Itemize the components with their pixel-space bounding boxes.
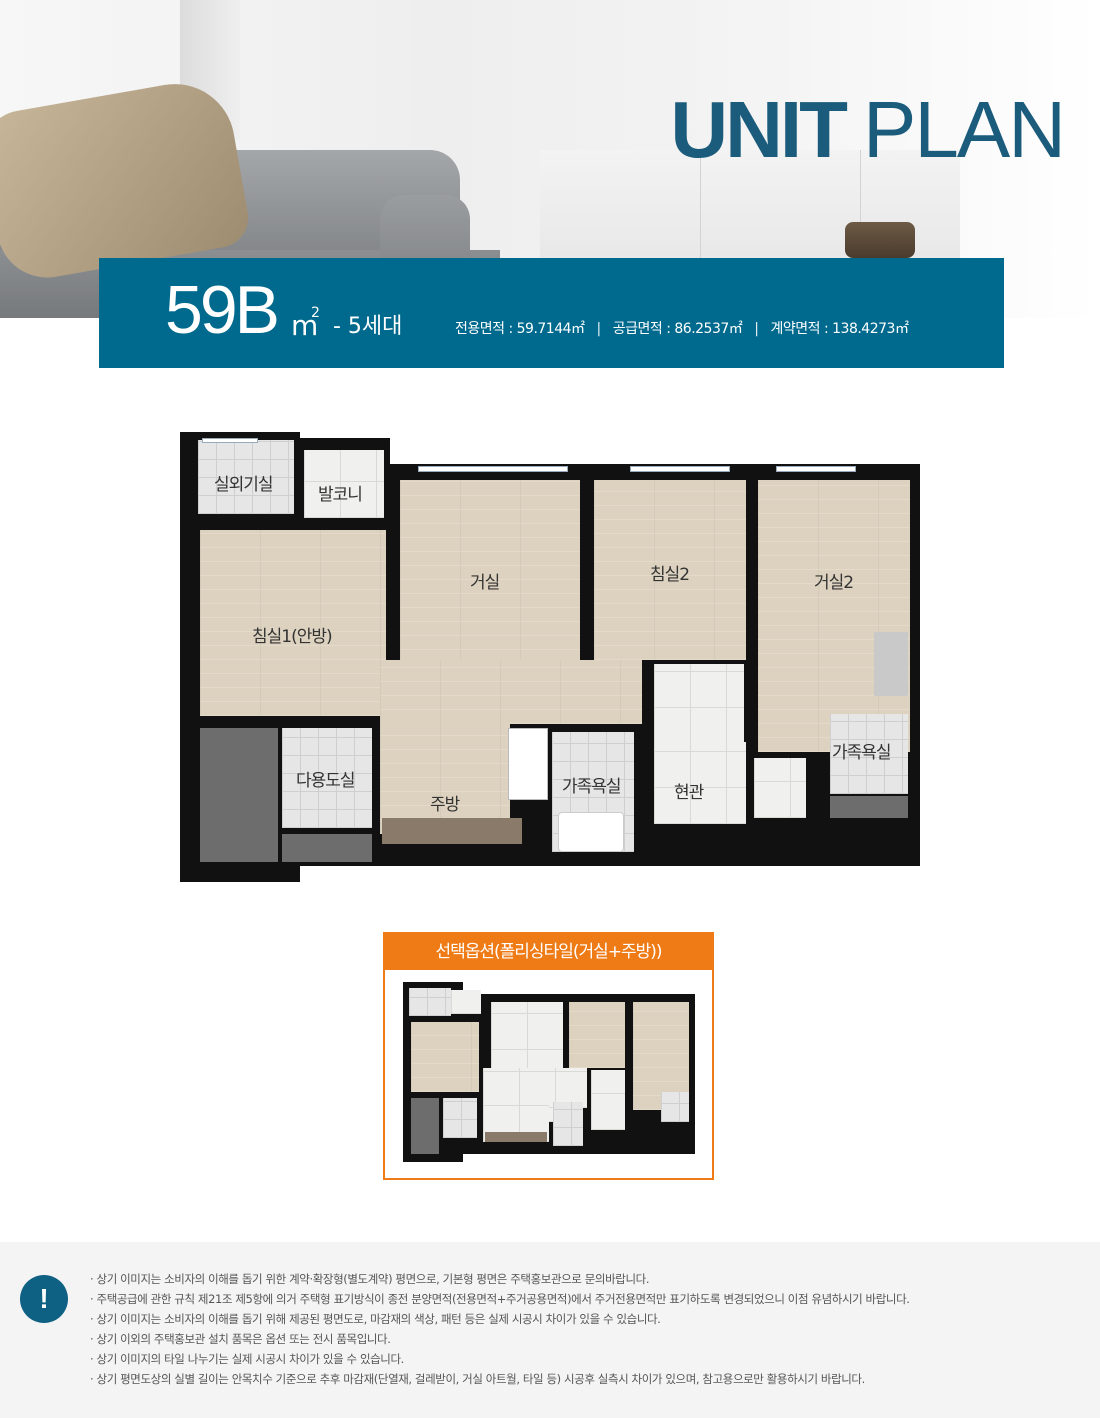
entrance-storage <box>754 758 806 818</box>
bathroom-2-cabinet <box>830 796 908 818</box>
room-label-bathroom: 가족욕실 <box>562 777 622 797</box>
master-bedroom <box>200 530 386 716</box>
floor-plan: 실외기실 발코니 거실 침실2 거실2 침실1(안방) 다용도실 주방 가족욕실… <box>180 432 920 882</box>
hallway-tile <box>483 1068 587 1108</box>
room-label-living: 거실 <box>470 573 500 593</box>
room-label-bedroom2: 침실2 <box>650 565 690 585</box>
supply-area: 공급면적 : 86.2537㎡ <box>612 321 743 337</box>
bathroom-2 <box>661 1092 689 1122</box>
room-label-entrance: 현관 <box>674 783 704 803</box>
area-separator: | <box>754 321 759 337</box>
household-count: - 5세대 <box>333 314 403 339</box>
outdoor-unit-room <box>198 440 294 514</box>
room-label-bathroom2: 가족욕실 <box>832 743 892 763</box>
bathroom-2 <box>830 714 908 794</box>
balcony <box>451 990 481 1014</box>
unit-type: 59B <box>165 272 280 348</box>
window <box>418 466 568 472</box>
room-label-utility: 다용도실 <box>296 771 356 791</box>
unit-banner: 59B m 2 - 5세대 전용면적 : 59.7144㎡ | 공급면적 : 8… <box>99 258 1004 368</box>
bathroom <box>553 1102 583 1146</box>
option-box: 선택옵션(폴리싱타일(거실+주방)) <box>383 932 714 1180</box>
notice-item: · 상기 이미지는 소비자의 이해를 돕기 위한 계약·확장형(별도계약) 평면… <box>90 1272 650 1286</box>
notice-list: · 상기 이미지는 소비자의 이해를 돕기 위한 계약·확장형(별도계약) 평면… <box>90 1269 910 1389</box>
utility-room <box>282 728 372 828</box>
page-title: UNIT PLAN <box>670 85 1066 174</box>
hallway <box>380 660 642 724</box>
unit-superscript: 2 <box>311 305 320 321</box>
bedroom-2 <box>569 1002 625 1068</box>
notice-section: ! · 상기 이미지는 소비자의 이해를 돕기 위한 계약·확장형(별도계약) … <box>0 1242 1100 1418</box>
kitchen-counter <box>382 818 522 844</box>
fridge <box>508 728 548 800</box>
entrance <box>591 1070 625 1130</box>
notice-item: · 주택공급에 관한 규칙 제21조 제5항에 의거 주택형 표기방식이 종전 … <box>90 1292 910 1306</box>
room-label-kitchen: 주방 <box>430 795 460 815</box>
exclusive-area: 전용면적 : 59.7144㎡ <box>455 321 585 337</box>
dressing-room <box>200 728 278 862</box>
utility-storage <box>282 834 372 862</box>
warning-icon: ! <box>20 1275 68 1323</box>
hero-cabinet-line <box>700 150 701 318</box>
window <box>202 438 258 443</box>
page-title-light: PLAN <box>863 85 1066 174</box>
window <box>630 466 730 472</box>
entrance-closet <box>654 664 744 744</box>
dressing-room <box>411 1098 439 1154</box>
area-separator: | <box>596 321 602 337</box>
hero-image <box>0 0 1100 318</box>
balcony <box>304 450 384 518</box>
page-title-bold: UNIT <box>670 85 848 174</box>
notice-item: · 상기 이미지는 소비자의 이해를 돕기 위해 제공된 평면도로, 마감재의 … <box>90 1312 661 1326</box>
entrance <box>654 742 746 824</box>
room-label-living2: 거실2 <box>814 573 854 593</box>
hero-basket <box>845 222 915 258</box>
area-info: 전용면적 : 59.7144㎡ | 공급면적 : 86.2537㎡ | 계약면적… <box>455 321 909 337</box>
notice-item: · 상기 이미지의 타일 나누기는 실제 시공시 차이가 있을 수 있습니다. <box>90 1352 404 1366</box>
utility-room <box>443 1098 477 1138</box>
living2-kitchenette <box>874 632 908 696</box>
unit-symbol: m <box>291 309 319 342</box>
room-label-master-bedroom: 침실1(안방) <box>252 627 333 647</box>
bedroom-2 <box>594 480 746 660</box>
kitchen <box>380 722 510 834</box>
notice-item: · 상기 평면도상의 실별 길이는 안목치수 기준으로 추후 마감재(단열재, … <box>90 1372 865 1386</box>
living-room-2 <box>758 480 910 752</box>
kitchen-counter <box>485 1132 547 1142</box>
notice-item: · 상기 이외의 주택홍보관 설치 품목은 옵션 또는 전시 품목입니다. <box>90 1332 391 1346</box>
window <box>776 466 856 472</box>
option-title: 선택옵션(폴리싱타일(거실+주방)) <box>385 934 712 970</box>
master-bedroom <box>411 1022 479 1092</box>
room-label-outdoor-unit: 실외기실 <box>214 475 274 495</box>
bathtub <box>558 812 624 852</box>
room-label-balcony: 발코니 <box>318 485 363 505</box>
outdoor-unit-room <box>409 988 451 1016</box>
contract-area: 계약면적 : 138.4273㎡ <box>770 321 909 337</box>
option-floor-plan <box>403 982 695 1162</box>
